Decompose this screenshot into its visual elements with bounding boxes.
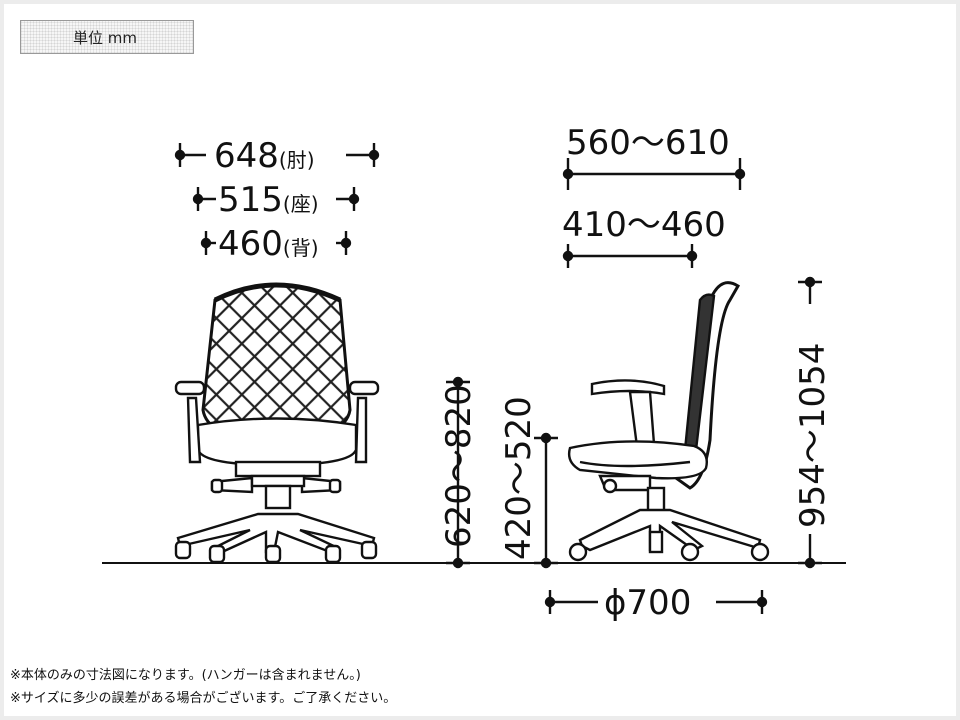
side-chair-illustration: [567, 281, 770, 562]
unit-label-box: 単位 mm: [20, 20, 194, 54]
total-height-value: 954〜1054: [793, 343, 833, 528]
footnote-1: ※本体のみの寸法図になります。(ハンガーは含まれません。): [10, 668, 361, 683]
armrest-height-value: 620〜820: [439, 384, 479, 548]
dimension-lines: [174, 143, 822, 614]
footnotes: ※本体のみの寸法図になります。(ハンガーは含まれません。) ※サイズに多少の誤差…: [10, 664, 396, 710]
unit-label: 単位 mm: [73, 28, 137, 47]
back-width-value: 460(背): [218, 224, 319, 264]
base-diameter-value: ϕ700: [604, 583, 691, 623]
seat-height-value: 420〜520: [499, 396, 539, 560]
seat-width-value: 515(座): [218, 180, 319, 220]
front-chair-illustration: [174, 282, 380, 564]
footnote-2: ※サイズに多少の誤差がある場合がございます。ご了承ください。: [10, 691, 397, 706]
armrest-width-value: 648(肘): [214, 136, 315, 176]
depth-overall-value: 560〜610: [566, 123, 730, 163]
drawing-frame: [4, 4, 956, 716]
seat-depth-value: 410〜460: [562, 205, 726, 245]
